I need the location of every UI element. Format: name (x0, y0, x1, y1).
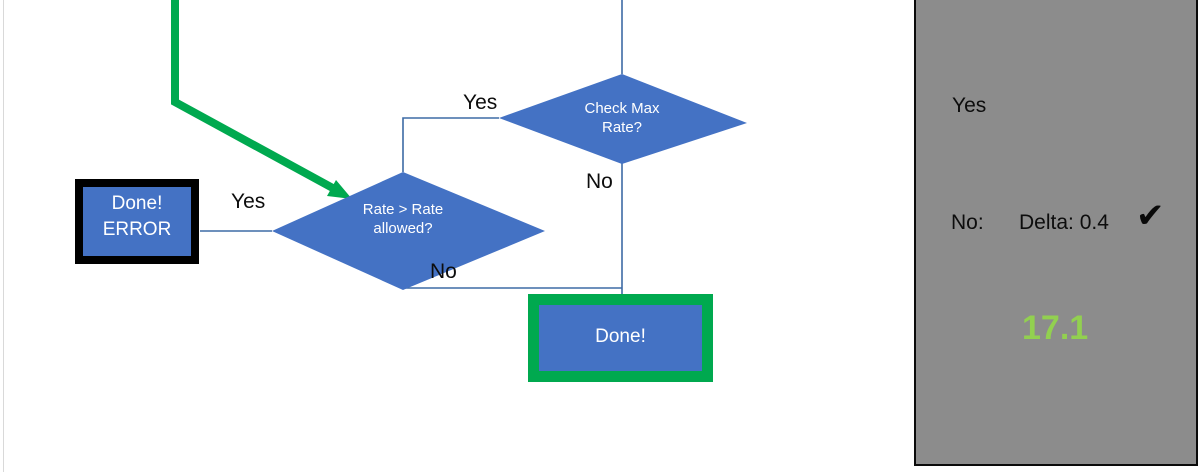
result-panel: Yes No: Delta: 0.4 ✔ 17.1 (914, 0, 1198, 466)
panel-result-value: 17.1 (1022, 309, 1089, 347)
process-done-error[interactable] (75, 179, 199, 264)
panel-no-label: No: (951, 211, 984, 234)
edge-label-no-rate-allowed: No (430, 260, 457, 283)
panel-delta-label: Delta: 0.4 (1019, 211, 1109, 234)
panel-yes-label: Yes (952, 94, 987, 117)
process-done-error-label: Done! ERROR (102, 193, 172, 240)
decision-check-max-rate[interactable] (499, 74, 747, 164)
edge-label-no-check-max-rate: No (586, 170, 613, 193)
connector-check-max-rate-yes (402, 117, 499, 172)
edge-label-yes-check-max-rate: Yes (463, 91, 498, 114)
check-icon: ✔ (1136, 197, 1165, 235)
slide-left-rule (3, 0, 4, 472)
green-highlight-arrow (171, 0, 352, 199)
panel-arrows (916, 0, 1202, 472)
edge-label-yes-rate-allowed: Yes (231, 190, 266, 213)
process-done-label: Done! (595, 326, 646, 347)
process-done[interactable] (528, 294, 713, 382)
decision-rate-gt-rate-allowed[interactable] (272, 172, 545, 290)
